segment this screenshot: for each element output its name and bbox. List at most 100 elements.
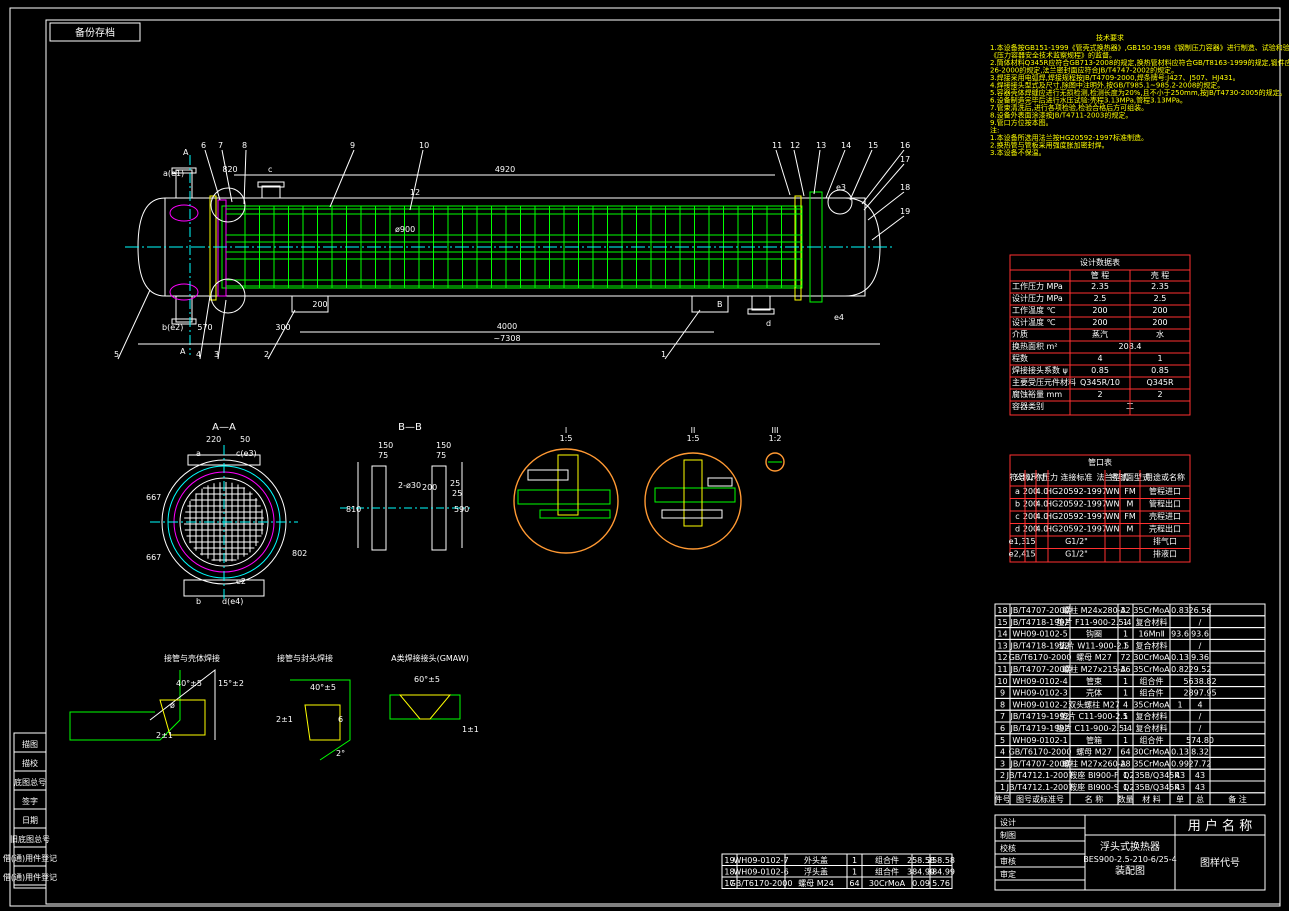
nozzle-table-cell: 管程进口: [1149, 486, 1181, 496]
weld-dim-text: ø: [170, 701, 175, 710]
strip-label: 描图: [22, 739, 38, 749]
bom-header: 材 料: [1142, 794, 1161, 804]
label-d: d: [766, 319, 771, 328]
bom-cell: 0.83: [1171, 606, 1189, 615]
bom-cell: 43: [1195, 771, 1205, 780]
tech-req-line: 2.筒体材料Q345R应符合GB713-2008的规定,换热管材料应符合GB/T…: [990, 58, 1289, 67]
bom-cell: 12: [997, 653, 1007, 662]
fixed-tubesheet: [217, 199, 227, 297]
bom-cell: 鞍座 BI900-S: [1069, 782, 1119, 792]
aa-dim-text: a: [196, 449, 201, 458]
bb-dim-text: 150: [436, 441, 451, 450]
bom-cell: 双头螺柱 M27: [1068, 699, 1120, 709]
leader-line: [243, 149, 247, 205]
leader-line: [199, 295, 211, 360]
main-elevation-view: A A B a(e1) b(e2) c d e3 e4 4920 820 12 …: [114, 141, 910, 360]
nozzle-table-cell: FM: [1124, 487, 1136, 496]
weld-dim-text: 1±1: [462, 725, 479, 734]
bom-cell: 管箱: [1086, 735, 1102, 745]
design-table-cell: 0.85: [1091, 366, 1109, 375]
nozzle-a-bore: [169, 204, 199, 222]
nozzle-table-header: 用途或名称: [1145, 472, 1185, 482]
balloon-number: 15: [868, 141, 878, 150]
detail-circle-ii: [210, 278, 246, 314]
stamp-text: 备份存档: [75, 26, 115, 39]
leader-line: [861, 149, 905, 205]
bom-cell: 组合件: [1140, 688, 1164, 698]
bom-cell: 组合件: [1140, 735, 1164, 745]
bom-cell: 1: [1123, 677, 1128, 686]
leader-line: [793, 149, 805, 197]
nozzle-table-cell: 4.0: [1036, 525, 1049, 534]
detail-iii-scale: 1:2: [769, 434, 782, 443]
bom-cell: WH09-0102-2: [1012, 700, 1067, 709]
bom-cell: 1: [1177, 700, 1182, 709]
nozzle-table-cell: 管程出口: [1149, 499, 1181, 509]
aa-dim-text: 667: [146, 493, 161, 502]
nozzle-table-cell: 排气口: [1153, 536, 1177, 546]
weld-3-title: A类焊接接头(GMAW): [391, 653, 469, 663]
bom-cell: 1: [1123, 783, 1128, 792]
bom-cell: 螺母 M27: [1076, 747, 1112, 757]
bom-cell: 0.82: [1171, 665, 1189, 674]
bom-cell: 3: [1000, 759, 1005, 768]
bom-lower-cell: 18: [724, 868, 734, 877]
leader-line: [204, 149, 221, 201]
weld-2-title: 接管与封头焊接: [277, 653, 333, 663]
bom-lower-cell: 组合件: [875, 867, 899, 877]
bom-cell: 组合件: [1140, 676, 1164, 686]
balloon-number: 19: [900, 207, 910, 216]
bom-cell: 35CrMoA: [1133, 700, 1170, 709]
bb-dim-text: 590: [454, 505, 469, 514]
nozzle-table-cell: 15: [1025, 550, 1035, 559]
design-table-cell: 2: [1097, 390, 1102, 399]
bom-cell: 钩圈: [1086, 629, 1102, 639]
bom-header: 数量: [1118, 794, 1134, 804]
tech-req-line: 6.设备制造完毕后进行水压试验:壳程3.13MPa,管程3.13MPa。: [990, 96, 1187, 105]
strip-label: 借(通)用件登记: [3, 853, 57, 863]
bom-lower-cell: 64: [849, 879, 859, 888]
bom-cell: 8.32: [1191, 748, 1209, 757]
section-a-bottom-label: A: [180, 347, 186, 356]
bom-cell: 13: [997, 641, 1007, 650]
section-aa-title: A—A: [212, 422, 236, 433]
bom-cell: WH09-0102-1: [1012, 736, 1067, 745]
bom-cell: Q235B/Q345R: [1123, 783, 1180, 792]
detail-ii-scale: 1:5: [687, 434, 700, 443]
nozzle-table-cell: 壳程出口: [1149, 524, 1181, 534]
tech-req-line: 1.本设备所选用法兰按HG20592-1997标准制造。: [990, 133, 1148, 142]
bom-cell: Q235B/Q345R: [1123, 771, 1180, 780]
tube-rows: [226, 208, 802, 287]
balloon-number: 11: [772, 141, 782, 150]
detail-iii-title: III: [771, 426, 778, 435]
title-assembly: 装配图: [1115, 864, 1145, 877]
nozzle-table-cell: WN: [1106, 525, 1120, 534]
bom-header: 件号: [995, 794, 1011, 804]
tech-req-line: 8.设备外表面涂漆按JB/T4711-2003的规定。: [990, 111, 1132, 120]
detail-i-scale: 1:5: [560, 434, 573, 443]
title-equipment-name: 浮头式换热器: [1100, 840, 1160, 853]
nozzle-table-cell: 排液口: [1153, 549, 1177, 559]
balloon-number: 14: [841, 141, 851, 150]
bom-cell: JB/T4718-1992: [1009, 618, 1069, 627]
bom-lower-cell: WH09-0102-6: [733, 868, 788, 877]
bom-cell: 14: [997, 630, 1007, 639]
balloon-number: 9: [350, 141, 355, 150]
dim-300: 300: [275, 323, 290, 332]
nozzle-table-cell: d: [1015, 525, 1020, 534]
aa-dim-text: 220: [206, 435, 221, 444]
balloon-number: 18: [900, 183, 910, 192]
weld-1-title: 接管与壳体焊接: [164, 653, 220, 663]
bom-cell: 36: [1120, 665, 1130, 674]
bom-cell: 管束: [1086, 676, 1102, 686]
design-table-cell: 换热面积 m²: [1012, 341, 1058, 351]
tech-req-line: 2.换热管与管板采用强度胀加密封焊。: [990, 141, 1109, 150]
detail-circle-i: [210, 187, 246, 223]
leader-line: [217, 299, 227, 360]
saddle-fixed: [291, 295, 329, 313]
design-table-cell: 2.35: [1151, 282, 1169, 291]
bom-cell: 2: [1000, 771, 1005, 780]
